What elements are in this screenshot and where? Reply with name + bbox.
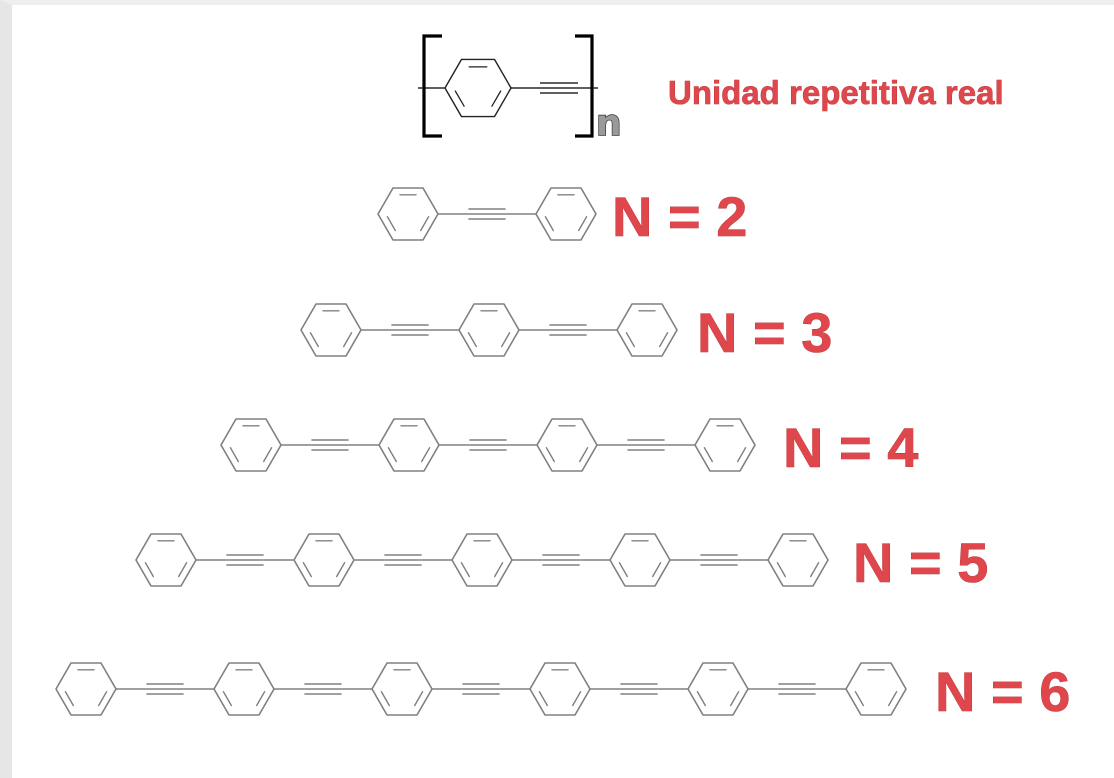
oligomer-rows: N = 2 N = 3 N = 4 N = 5 N = 6 (55, 185, 1071, 723)
benzene-ring (536, 418, 598, 472)
alkyne-linker (519, 324, 617, 336)
oligomer-label: N = 2 (612, 185, 747, 248)
oligomer-row: N = 5 (135, 531, 989, 594)
benzene-ring (529, 662, 591, 716)
oligomer-molecule (135, 533, 829, 587)
alkyne-linker (196, 554, 294, 566)
alkyne-linker (597, 439, 695, 451)
oligomer-label: N = 4 (783, 416, 918, 479)
benzene-ring (220, 418, 282, 472)
benzene-ring (694, 418, 756, 472)
right-bracket (575, 34, 594, 138)
repeat-unit-molecule (418, 34, 598, 138)
repeat-subscript-n: n (596, 103, 622, 144)
alkyne-linker (281, 439, 379, 451)
oligomer-molecule (377, 187, 597, 241)
benzene-ring (451, 533, 513, 587)
benzene-ring (535, 187, 597, 241)
oligomer-row: N = 3 (300, 301, 833, 364)
left-bracket (422, 34, 442, 138)
benzene-ring (213, 662, 275, 716)
oligomer-row: N = 2 (377, 185, 748, 248)
benzene-ring (293, 533, 355, 587)
benzene-ring (377, 187, 439, 241)
benzene-ring (55, 662, 117, 716)
benzene-ring (845, 662, 907, 716)
oligomer-label: N = 3 (697, 301, 832, 364)
benzene-ring (458, 303, 520, 357)
benzene-ring (687, 662, 749, 716)
alkyne-linker (274, 683, 372, 695)
benzene-ring (300, 303, 362, 357)
alkyne-linker (432, 683, 530, 695)
alkyne-linker (116, 683, 214, 695)
alkyne-linker (354, 554, 452, 566)
oligomer-label: N = 6 (935, 660, 1070, 723)
oligomer-row: N = 6 (55, 660, 1071, 723)
alkyne-linker (361, 324, 459, 336)
oligomer-row: N = 4 (220, 416, 919, 479)
benzene-ring (371, 662, 433, 716)
alkyne-linker (512, 554, 610, 566)
benzene-ring (135, 533, 197, 587)
alkyne-linker (438, 208, 536, 220)
benzene-ring (609, 533, 671, 587)
alkyne-linker (748, 683, 846, 695)
oligomer-molecule (300, 303, 678, 357)
oligomer-label: N = 5 (853, 531, 988, 594)
benzene-ring (616, 303, 678, 357)
alkyne-linker (670, 554, 768, 566)
alkyne-linker (439, 439, 537, 451)
repeat-unit: n Unidad repetitiva real (418, 34, 1004, 145)
benzene-ring (378, 418, 440, 472)
repeat-unit-label: Unidad repetitiva real (668, 74, 1004, 111)
benzene-ring (767, 533, 829, 587)
alkyne-linker (590, 683, 688, 695)
benzene-ring (444, 58, 512, 118)
oligomer-molecule (220, 418, 756, 472)
oligomer-molecule (55, 662, 907, 716)
